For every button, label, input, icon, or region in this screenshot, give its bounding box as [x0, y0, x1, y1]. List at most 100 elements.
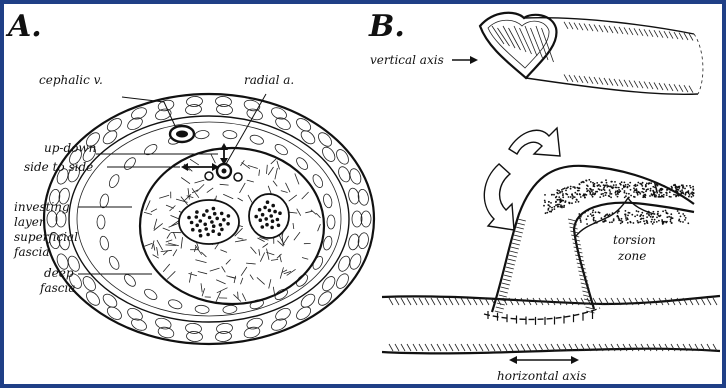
stipple-dot [546, 212, 548, 214]
stipple-dot [646, 183, 648, 185]
stipple-dot [620, 220, 622, 222]
stipple-dot [626, 193, 628, 195]
stipple-dot [614, 181, 616, 183]
stipple-dot [611, 221, 613, 223]
vessel-hatch [679, 33, 683, 40]
stipple-dot [681, 189, 683, 191]
muscle-stroke [241, 160, 245, 166]
horizontal-hatch [401, 344, 405, 351]
stipple-dot [625, 219, 627, 221]
stipple-dot [636, 191, 638, 193]
horizontal-axis-arrow-head-right [571, 356, 579, 364]
stipple-dot [551, 209, 553, 211]
stipple-dot [625, 215, 627, 217]
stipple-dot [592, 192, 594, 194]
marrow-dot [187, 216, 191, 220]
stipple-dot [551, 207, 553, 209]
muscle-stroke [247, 180, 254, 182]
muscle-stroke [167, 271, 175, 279]
muscle-stroke [181, 237, 182, 248]
branch-hatch [499, 295, 507, 297]
fat-lobule [84, 289, 102, 308]
branch-hatch [512, 243, 520, 245]
stipple-dot [599, 196, 601, 198]
horizontal-hatch [713, 298, 717, 305]
stipple-dot [560, 200, 562, 202]
stipple-dot [566, 194, 568, 196]
stipple-dot [589, 188, 591, 190]
vessel-hatch [664, 83, 668, 90]
stipple-dot [692, 186, 694, 188]
stipple-dot [624, 182, 626, 184]
vessel-hatch [604, 78, 608, 85]
marrow-dot [195, 224, 199, 228]
stipple-dot [633, 187, 635, 189]
muscle-stroke [294, 232, 300, 240]
stipple-dot [557, 204, 559, 206]
muscle-stroke [295, 174, 299, 185]
stipple-dot [652, 186, 654, 188]
muscle-stroke [146, 200, 151, 210]
stipple-dot [639, 192, 641, 194]
stipple-dot [592, 189, 594, 191]
muscle-stroke [202, 288, 205, 296]
stipple-dot [684, 188, 686, 190]
muscle-stroke [234, 276, 236, 283]
vessel-hatch [589, 24, 593, 31]
branch-hatch [511, 247, 519, 249]
stipple-dot [658, 220, 660, 222]
stipple-dot [571, 202, 573, 204]
stipple-dot [637, 182, 639, 184]
stipple-dot [673, 194, 675, 196]
horizontal-hatch [413, 298, 417, 305]
stipple-dot [584, 212, 586, 214]
stipple-dot [561, 207, 563, 209]
stipple-dot [691, 196, 693, 198]
branch-hatch [568, 219, 576, 221]
marrow-dot [211, 229, 215, 233]
stipple-dot [562, 193, 564, 195]
muscle-stroke [259, 170, 260, 176]
muscle-stroke [311, 210, 316, 215]
horizontal-hatch [401, 298, 405, 305]
stipple-dot [571, 194, 573, 196]
stipple-dot [563, 206, 565, 208]
vessel-hatch [589, 77, 593, 84]
stipple-dot [564, 201, 566, 203]
muscle-stroke [259, 249, 260, 255]
stipple-dot [545, 212, 547, 214]
stipple-dot [658, 215, 660, 217]
vessel-hatch [649, 82, 653, 89]
stipple-dot [682, 213, 684, 215]
horizontal-hatch [473, 344, 477, 351]
horizontal-hatch [707, 298, 711, 305]
stipple-dot [616, 187, 618, 189]
label-deep-1: deep [44, 266, 74, 280]
stipple-dot [624, 214, 626, 216]
stipple-dot [646, 216, 648, 218]
vessel-hatch [674, 84, 678, 91]
marrow-dot [261, 225, 265, 229]
stipple-dot [558, 196, 560, 198]
stipple-dot [650, 190, 652, 192]
vertical-axis-arrow-head [470, 56, 478, 64]
muscle-stroke [144, 212, 152, 214]
muscle-stroke [220, 250, 227, 253]
stipple-dot [605, 179, 607, 181]
fat-lobule [122, 273, 137, 289]
vessel-hatch [689, 34, 693, 41]
stipple-dot [686, 185, 688, 187]
horizontal-hatch [419, 344, 423, 351]
fat-lobule [316, 130, 334, 149]
vessel-hatch [569, 22, 573, 29]
stipple-dot [622, 188, 624, 190]
stipple-dot [606, 182, 608, 184]
label-radial: radial a. [244, 73, 294, 87]
stipple-dot [627, 222, 629, 224]
stipple-dot [609, 191, 611, 193]
label-investing-3: superficial [14, 230, 78, 244]
marrow-dot [195, 215, 199, 219]
label-side-to-side: side to side [24, 160, 93, 174]
stipple-dot [601, 189, 603, 191]
stipple-dot [596, 182, 598, 184]
